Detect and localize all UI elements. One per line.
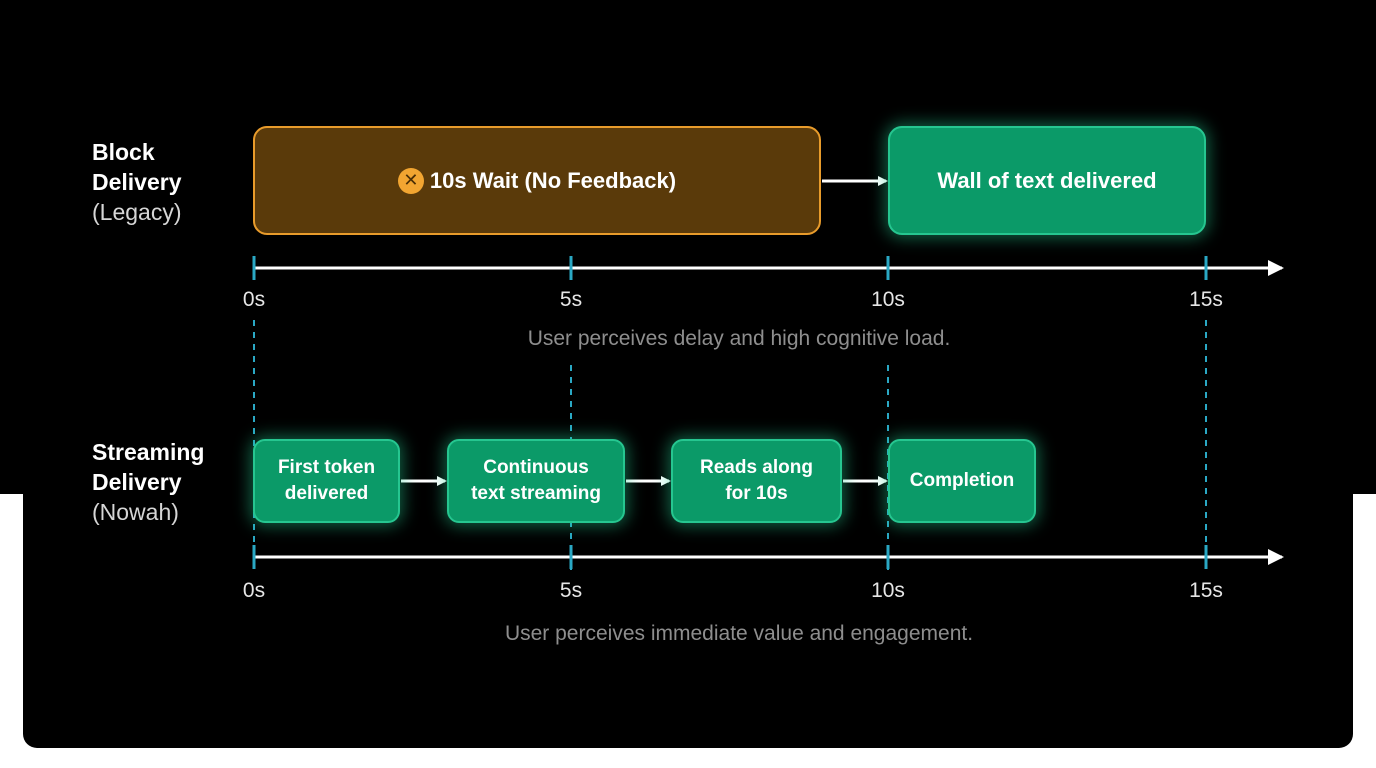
block-delivery-label: Block Delivery (Legacy) — [92, 137, 202, 227]
wait-box: ✕ 10s Wait (No Feedback) — [253, 126, 821, 235]
step-reads-along: Reads along for 10s — [671, 439, 842, 523]
stream-tick-label: 10s — [871, 579, 905, 602]
background-top — [0, 0, 1376, 494]
step-continuous-streaming: Continuous text streaming — [447, 439, 625, 523]
step-line: delivered — [284, 483, 369, 504]
step-line: text streaming — [471, 483, 601, 504]
streaming-delivery-title: Streaming Delivery — [92, 439, 205, 495]
streaming-delivery-label: Streaming Delivery (Nowah) — [92, 437, 222, 527]
block-tick-label: 0s — [242, 288, 266, 311]
step-completion: Completion — [888, 439, 1036, 523]
step-line: Continuous — [483, 457, 589, 478]
step-first-token: First token delivered — [253, 439, 400, 523]
step-line: for 10s — [725, 483, 788, 504]
step-line: First token — [277, 457, 376, 478]
stream-tick-label: 15s — [1189, 579, 1223, 602]
streaming-delivery-caption: User perceives immediate value and engag… — [504, 622, 974, 645]
block-tick-label: 10s — [871, 288, 905, 311]
block-tick-label: 15s — [1189, 288, 1223, 311]
step-line: Completion — [909, 470, 1015, 491]
wait-box-label: 10s Wait (No Feedback) — [429, 167, 677, 193]
block-tick-label: 5s — [559, 288, 583, 311]
wall-of-text-label: Wall of text delivered — [937, 167, 1157, 193]
wall-of-text-box: Wall of text delivered — [888, 126, 1206, 235]
step-line: Reads along — [700, 457, 813, 478]
stream-tick-label: 5s — [559, 579, 583, 602]
close-circle-icon: ✕ — [397, 167, 424, 194]
block-delivery-caption: User perceives delay and high cognitive … — [527, 327, 951, 350]
block-delivery-subtitle: (Legacy) — [92, 199, 182, 225]
block-delivery-title: Block Delivery — [92, 139, 182, 195]
streaming-delivery-subtitle: (Nowah) — [92, 499, 179, 525]
stream-tick-label: 0s — [242, 579, 266, 602]
